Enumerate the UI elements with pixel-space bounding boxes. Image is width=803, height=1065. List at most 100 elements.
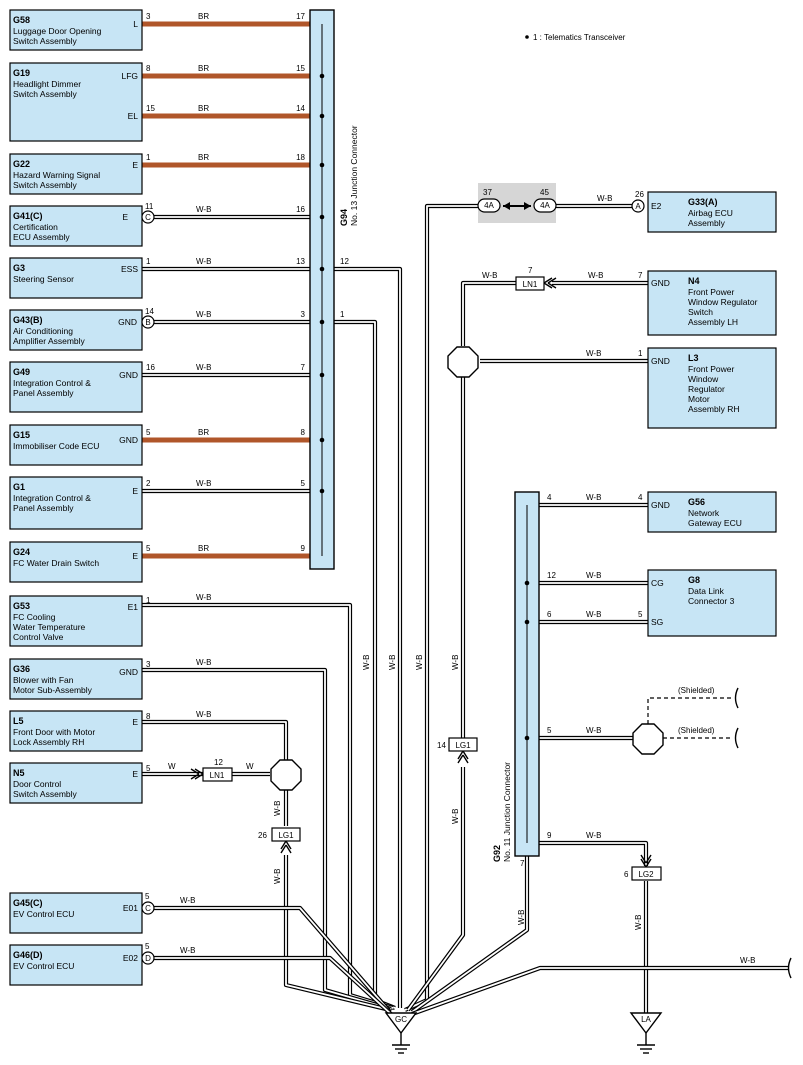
svg-text:1: 1 <box>146 596 151 605</box>
svg-text:W-B: W-B <box>196 257 211 266</box>
svg-text:W-B: W-B <box>388 655 397 670</box>
svg-text:W-B: W-B <box>196 205 211 214</box>
svg-text:12: 12 <box>340 257 349 266</box>
svg-text:L5: L5 <box>13 716 24 726</box>
j92-dots <box>524 580 530 741</box>
svg-text:G46(D): G46(D) <box>13 950 43 960</box>
splice-point-shield <box>632 723 664 755</box>
svg-text:G49: G49 <box>13 367 30 377</box>
svg-text:W-B: W-B <box>273 869 282 884</box>
svg-text:Window: Window <box>688 374 719 384</box>
svg-text:G53: G53 <box>13 601 30 611</box>
svg-text:BR: BR <box>198 12 209 21</box>
svg-text:BR: BR <box>198 64 209 73</box>
svg-text:12: 12 <box>547 571 556 580</box>
svg-text:8: 8 <box>301 428 306 437</box>
svg-text:LFG: LFG <box>121 71 138 81</box>
svg-text:GC: GC <box>395 1015 407 1024</box>
svg-text:GND: GND <box>119 370 138 380</box>
svg-text:7: 7 <box>638 271 643 280</box>
svg-text:E: E <box>132 160 138 170</box>
svg-text:W-B: W-B <box>517 910 526 925</box>
svg-text:A: A <box>635 202 641 211</box>
svg-text:C: C <box>145 904 151 913</box>
svg-text:EV Control ECU: EV Control ECU <box>13 909 74 919</box>
svg-text:E: E <box>132 769 138 779</box>
svg-text:Switch Assembly: Switch Assembly <box>13 36 78 46</box>
shield-break-upper <box>734 687 739 709</box>
svg-text:G22: G22 <box>13 159 30 169</box>
svg-text:8: 8 <box>146 712 151 721</box>
svg-text:5: 5 <box>146 764 151 773</box>
component-n5 <box>9 762 143 804</box>
svg-text:W: W <box>168 762 176 771</box>
svg-text:13: 13 <box>296 257 305 266</box>
svg-text:Motor: Motor <box>688 394 710 404</box>
svg-text:8: 8 <box>146 64 151 73</box>
svg-text:W-B: W-B <box>482 271 497 280</box>
svg-text:Assembly RH: Assembly RH <box>688 404 739 414</box>
svg-text:G1: G1 <box>13 482 25 492</box>
svg-text:6: 6 <box>547 610 552 619</box>
svg-text:BR: BR <box>198 153 209 162</box>
svg-text:Blower with Fan: Blower with Fan <box>13 675 74 685</box>
svg-text:W-B: W-B <box>415 655 424 670</box>
svg-text:Lock Assembly RH: Lock Assembly RH <box>13 737 84 747</box>
svg-text:Air Conditioning: Air Conditioning <box>13 326 73 336</box>
svg-text:26: 26 <box>258 831 267 840</box>
svg-text:LN1: LN1 <box>210 771 225 780</box>
component-n4 <box>647 270 777 336</box>
component-g22 <box>9 153 143 195</box>
svg-text:Airbag ECU: Airbag ECU <box>688 208 733 218</box>
svg-text:3: 3 <box>146 660 151 669</box>
svg-text:GND: GND <box>651 500 670 510</box>
svg-text:W-B: W-B <box>180 896 195 905</box>
svg-text:Data Link: Data Link <box>688 586 725 596</box>
svg-text:Gateway ECU: Gateway ECU <box>688 518 742 528</box>
svg-text:L: L <box>133 19 138 29</box>
svg-text:5: 5 <box>146 544 151 553</box>
component-g46d <box>9 944 143 986</box>
svg-text:EV Control ECU: EV Control ECU <box>13 961 74 971</box>
svg-text:G33(A): G33(A) <box>688 197 718 207</box>
svg-text:E: E <box>132 486 138 496</box>
component-l3 <box>647 347 777 429</box>
svg-text:1: 1 <box>146 153 151 162</box>
wire-color-labels: BR BR BR BR W-B W-B W-B W-B BR W-B BR W-… <box>168 12 755 965</box>
note-bullet <box>525 35 529 39</box>
svg-text:7: 7 <box>301 363 306 372</box>
svg-text:W-B: W-B <box>273 801 282 816</box>
svg-text:W-B: W-B <box>196 479 211 488</box>
component-g8 <box>647 569 777 637</box>
svg-text:Front Door with Motor: Front Door with Motor <box>13 727 95 737</box>
splice-point-left <box>270 759 302 791</box>
svg-text:Assembly: Assembly <box>688 218 726 228</box>
inline-connector-4a-right <box>533 198 557 213</box>
svg-text:E: E <box>122 212 128 222</box>
svg-text:Switch Assembly: Switch Assembly <box>13 89 78 99</box>
svg-text:Headlight Dimmer: Headlight Dimmer <box>13 79 81 89</box>
component-g1 <box>9 476 143 530</box>
component-g45c <box>9 892 143 934</box>
svg-text:W-B: W-B <box>196 363 211 372</box>
component-g56 <box>647 491 777 533</box>
svg-text:Regulator: Regulator <box>688 384 725 394</box>
svg-text:W-B: W-B <box>451 655 460 670</box>
svg-text:14: 14 <box>296 104 305 113</box>
svg-text:BR: BR <box>198 428 209 437</box>
svg-text:Panel Assembly: Panel Assembly <box>13 388 74 398</box>
svg-text:E02: E02 <box>123 953 138 963</box>
svg-text:FC Cooling: FC Cooling <box>13 612 56 622</box>
inline-connector-4a-left <box>477 198 501 213</box>
svg-text:7: 7 <box>528 266 533 275</box>
svg-text:3: 3 <box>146 12 151 21</box>
svg-text:6: 6 <box>624 870 629 879</box>
component-g58 <box>9 9 143 51</box>
svg-text:Amplifier Assembly: Amplifier Assembly <box>13 336 86 346</box>
svg-text:E2: E2 <box>651 201 662 211</box>
svg-text:LG1: LG1 <box>278 831 294 840</box>
svg-text:Door Control: Door Control <box>13 779 61 789</box>
svg-text:Switch Assembly: Switch Assembly <box>13 180 78 190</box>
svg-text:18: 18 <box>296 153 305 162</box>
